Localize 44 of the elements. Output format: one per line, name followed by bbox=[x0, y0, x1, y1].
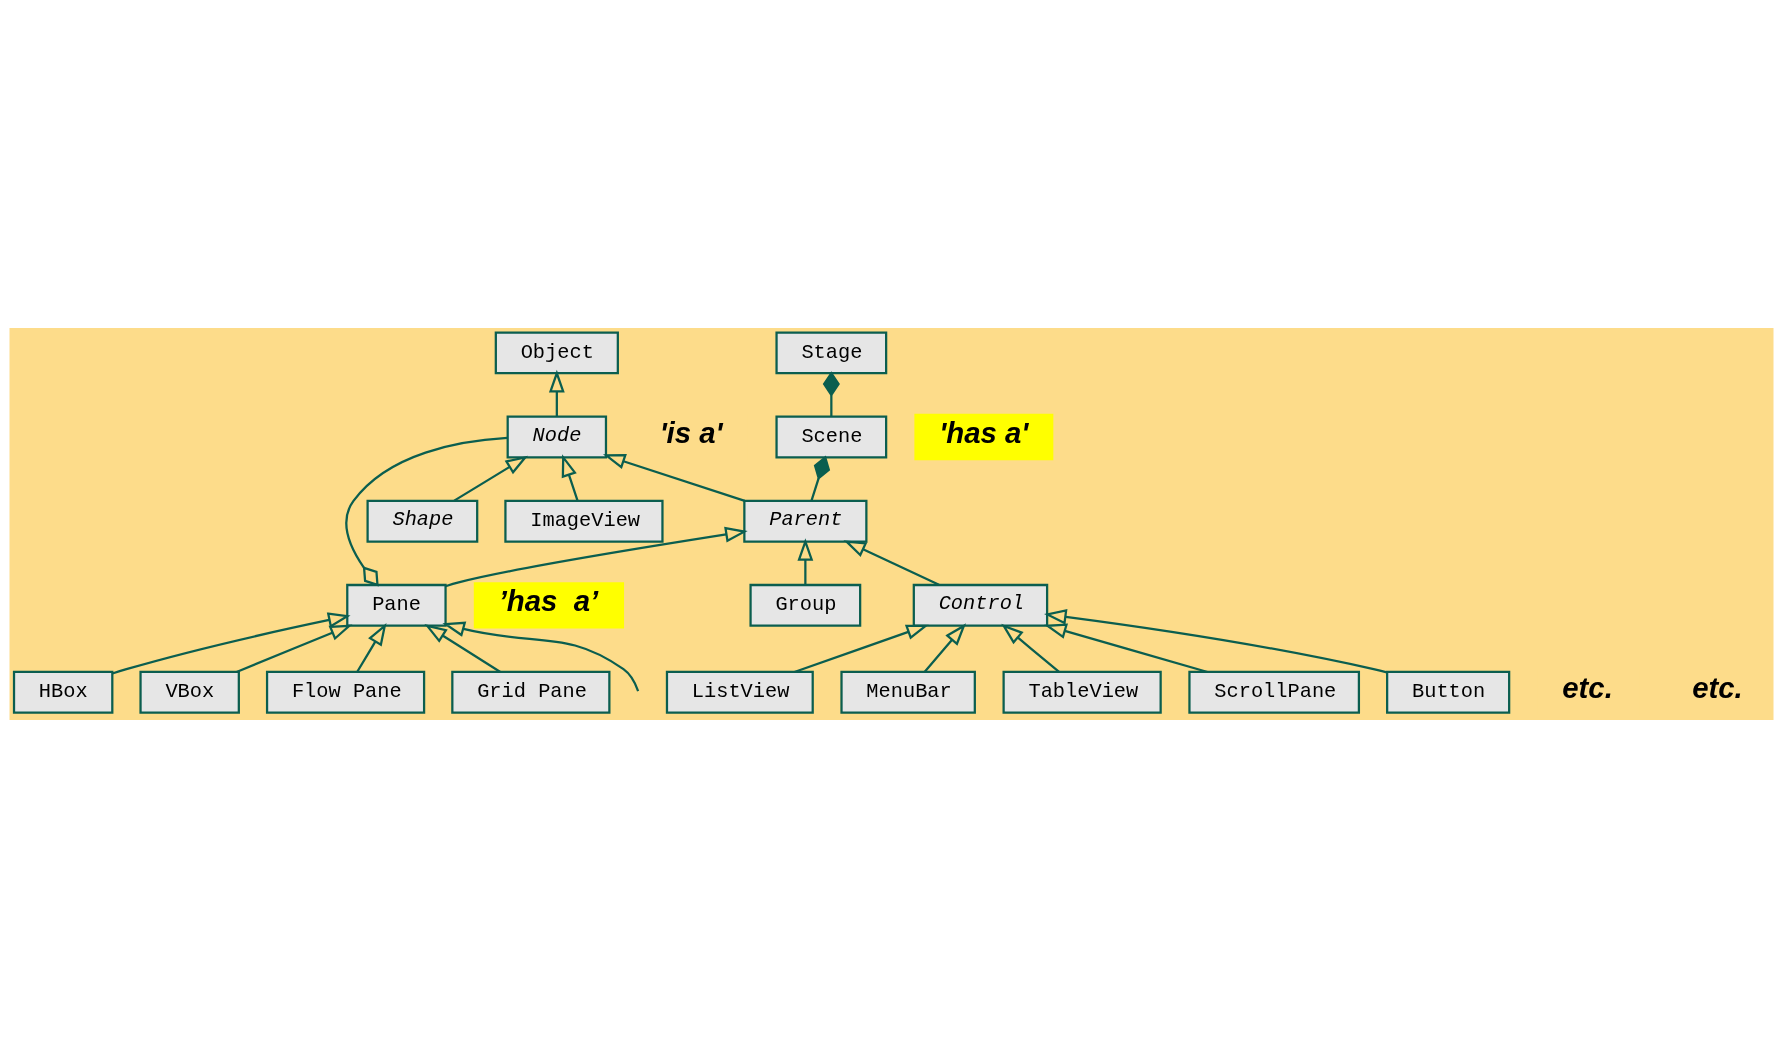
node-box: TableView bbox=[1002, 670, 1162, 714]
arrow bbox=[561, 454, 579, 501]
node-box: Group bbox=[749, 583, 862, 627]
arrow bbox=[356, 622, 387, 673]
node-box: MenuBar bbox=[840, 670, 976, 714]
node-box: Pane bbox=[346, 583, 447, 627]
node-box: Parent bbox=[743, 499, 868, 543]
label: 'has a' bbox=[939, 416, 1029, 449]
arrow bbox=[1044, 623, 1208, 674]
node-box: Stage bbox=[775, 331, 888, 375]
node-box: Control bbox=[912, 583, 1049, 627]
arrow bbox=[236, 624, 353, 673]
node-box: HBox bbox=[12, 670, 114, 714]
node-box: Button bbox=[1386, 670, 1511, 714]
connector bbox=[822, 371, 840, 417]
connector bbox=[345, 436, 508, 587]
label: etc. bbox=[1562, 671, 1613, 705]
node-box: Shape bbox=[366, 499, 479, 543]
arrow bbox=[797, 538, 814, 585]
node-box: ListView bbox=[665, 670, 814, 714]
arrow bbox=[112, 612, 351, 675]
label: 'is a' bbox=[659, 416, 723, 449]
arrow bbox=[602, 454, 746, 502]
node-box: Node bbox=[506, 415, 608, 459]
arrow bbox=[445, 526, 748, 588]
arrow bbox=[1044, 609, 1388, 674]
arrow bbox=[453, 455, 529, 502]
arrow bbox=[424, 621, 501, 673]
arrow bbox=[843, 540, 940, 586]
arrow bbox=[794, 624, 929, 674]
node-box: Object bbox=[494, 331, 619, 375]
node-box: Flow Pane bbox=[265, 670, 426, 714]
node-box: VBox bbox=[139, 670, 240, 714]
label: ’has a’ bbox=[498, 584, 599, 618]
node-box: ScrollPane bbox=[1188, 670, 1361, 714]
node-box: Scene bbox=[775, 415, 888, 459]
arrow bbox=[442, 621, 640, 692]
label: etc. bbox=[1692, 671, 1743, 705]
connector bbox=[810, 455, 831, 501]
arrow bbox=[1001, 623, 1060, 673]
node-box: ImageView bbox=[504, 499, 664, 543]
arrow bbox=[548, 369, 565, 417]
node-box: Grid Pane bbox=[451, 670, 611, 714]
arrow bbox=[923, 623, 967, 673]
